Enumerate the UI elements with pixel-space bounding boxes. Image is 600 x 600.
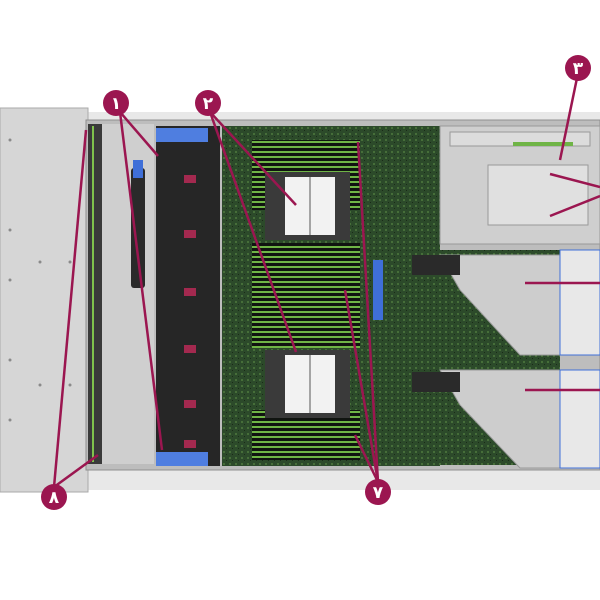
callout-badge-8: ۸ [41, 484, 67, 510]
storage-module [131, 168, 145, 288]
callout-badge-3: ۳ [565, 55, 591, 81]
blue-latch [133, 160, 143, 178]
callout-badge-7: ۷ [365, 479, 391, 505]
drive-bracket [487, 164, 589, 226]
cpu-2 [265, 350, 350, 418]
fan-cage-latch-bottom [156, 452, 208, 466]
fan-cage-latch-top [156, 128, 208, 142]
callout-label: ۱ [111, 94, 121, 114]
callout-badge-1: ۱ [103, 90, 129, 116]
front-panel [0, 107, 89, 493]
callout-label: ۷ [373, 483, 384, 503]
cpu-1 [265, 172, 350, 240]
riser-connector [513, 142, 573, 146]
dimm-bank-2 [252, 243, 360, 348]
drive-backplane [88, 124, 102, 464]
backplane-strip [92, 126, 94, 462]
front-panel-holes [8, 138, 72, 422]
riser-cage-1 [439, 254, 561, 356]
callout-label: ۸ [49, 488, 60, 508]
callout-badge-2: ۲ [195, 90, 221, 116]
riser-2-latch [412, 372, 460, 392]
blue-bracket [373, 260, 383, 320]
callout-label: ۳ [573, 59, 584, 79]
riser-1-slots [559, 249, 600, 356]
callout-lines [52, 77, 600, 489]
callout-label: ۲ [203, 94, 214, 114]
riser-cage-2 [439, 369, 561, 469]
riser-2-slots [559, 369, 600, 469]
fan-handles [184, 175, 196, 448]
dimm-bank-3 [252, 410, 360, 460]
riser-1-latch [412, 255, 460, 275]
